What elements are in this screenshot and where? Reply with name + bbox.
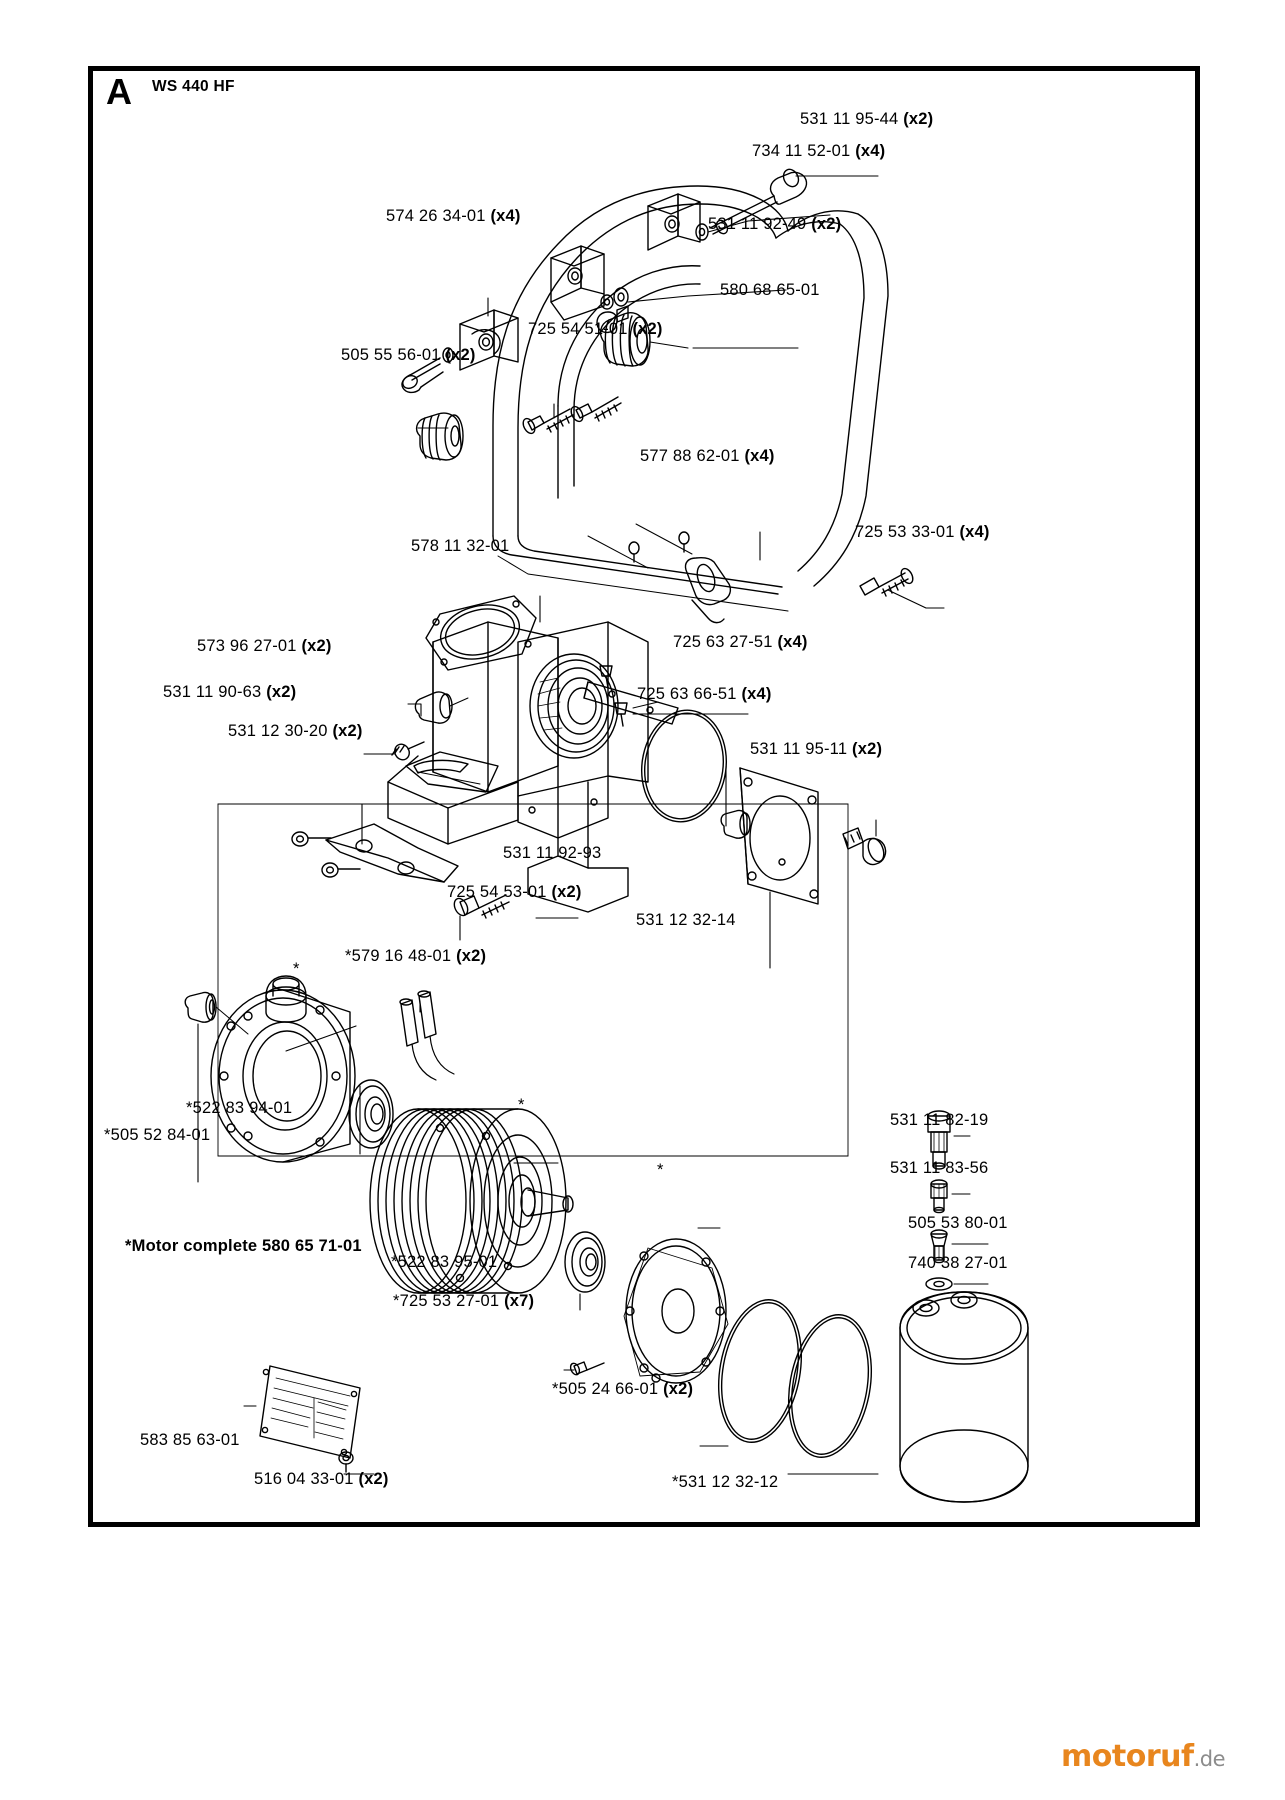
part-number: 578 11 32-01	[411, 537, 510, 555]
callout-531-11-82-19: 531 11 82-19	[890, 1112, 988, 1129]
page-border	[88, 66, 1200, 1527]
callout-531-11-92-49: 531 11 92-49 (x2)	[708, 216, 841, 233]
part-number: *505 24 66-01	[552, 1380, 659, 1398]
callout-531-11-95-44: 531 11 95-44 (x2)	[800, 111, 933, 128]
callout-531-11-90-63: 531 11 90-63 (x2)	[163, 684, 296, 701]
callout-531-11-83-56: 531 11 83-56	[890, 1160, 988, 1177]
part-number: *579 16 48-01	[345, 947, 452, 965]
callout-740-38-27-01: 740 38 27-01	[908, 1255, 1008, 1272]
asterisk-marker-2: *	[518, 1096, 525, 1114]
part-qty: (x2)	[551, 883, 582, 901]
part-number: 573 96 27-01	[197, 637, 297, 655]
part-number: 531 11 92-93	[503, 844, 602, 862]
part-number: 740 38 27-01	[908, 1254, 1008, 1272]
part-qty: (x2)	[266, 683, 297, 701]
part-number: 583 85 63-01	[140, 1431, 240, 1449]
part-qty: (x4)	[490, 207, 521, 225]
part-number: 531 12 32-14	[636, 911, 736, 929]
asterisk-marker-3: *	[657, 1161, 664, 1179]
part-qty: (x4)	[777, 633, 808, 651]
part-qty: (x2)	[632, 320, 663, 338]
note-motor-complete: *Motor complete 580 65 71-01	[125, 1237, 362, 1255]
part-number: 531 12 30-20	[228, 722, 328, 740]
callout-725-54-51-01: 725 54 51-01 (x2)	[528, 321, 663, 338]
asterisk-marker-1: *	[293, 960, 300, 978]
callout-522-83-95-01: *522 83 95-01	[391, 1254, 497, 1271]
part-number: 505 53 80-01	[908, 1214, 1008, 1232]
part-number: 725 54 53-01	[447, 883, 547, 901]
callout-505-53-80-01: 505 53 80-01	[908, 1215, 1008, 1232]
callout-505-55-56-01: 505 55 56-01 (x2)	[341, 347, 476, 364]
part-qty: (x2)	[811, 215, 842, 233]
section-letter: A	[106, 71, 132, 112]
part-qty: (x2)	[301, 637, 332, 655]
part-number: 531 11 95-11	[750, 740, 848, 758]
exploded-view-artwork	[88, 66, 1200, 1527]
callout-522-83-94-01: *522 83 94-01	[186, 1100, 292, 1117]
callout-505-24-66-01: *505 24 66-01 (x2)	[552, 1381, 693, 1398]
callout-725-63-27-51: 725 63 27-51 (x4)	[673, 634, 808, 651]
callout-516-04-33-01: 516 04 33-01 (x2)	[254, 1471, 389, 1488]
callout-583-85-63-01: 583 85 63-01	[140, 1432, 240, 1449]
watermark-suffix: .de	[1193, 1747, 1226, 1771]
part-qty: (x2)	[358, 1470, 389, 1488]
callout-531-11-95-11: 531 11 95-11 (x2)	[750, 741, 882, 758]
part-number: 505 55 56-01	[341, 346, 441, 364]
part-number: 531 11 82-19	[890, 1111, 989, 1129]
part-number: 531 11 92-49	[708, 215, 807, 233]
part-qty: (x4)	[855, 142, 886, 160]
callout-578-11-32-01: 578 11 32-01	[411, 538, 509, 555]
part-qty: (x7)	[504, 1292, 535, 1310]
part-number: 725 63 66-51	[637, 685, 737, 703]
part-qty: (x4)	[741, 685, 772, 703]
part-qty: (x2)	[332, 722, 363, 740]
part-number: 580 68 65-01	[720, 281, 820, 299]
part-number: 531 11 90-63	[163, 683, 262, 701]
part-number: 531 11 95-44	[800, 110, 899, 128]
part-qty: (x2)	[456, 947, 487, 965]
part-number: *522 83 94-01	[186, 1099, 293, 1117]
callout-531-12-32-12: *531 12 32-12	[672, 1474, 778, 1491]
model-title: WS 440 HF	[152, 78, 235, 95]
callout-505-52-84-01: *505 52 84-01	[104, 1127, 210, 1144]
part-number: 734 11 52-01	[752, 142, 851, 160]
part-qty: (x4)	[959, 523, 990, 541]
part-number: *522 83 95-01	[391, 1253, 498, 1271]
callout-725-63-66-51: 725 63 66-51 (x4)	[637, 686, 772, 703]
part-number: 725 63 27-51	[673, 633, 773, 651]
part-number: 725 54 51-01	[528, 320, 628, 338]
callout-580-68-65-01: 580 68 65-01	[720, 282, 820, 299]
callout-734-11-52-01: 734 11 52-01 (x4)	[752, 143, 885, 160]
part-number: 574 26 34-01	[386, 207, 486, 225]
watermark: motoruf.de	[1061, 1742, 1225, 1772]
callout-531-11-92-93: 531 11 92-93	[503, 845, 601, 862]
part-qty: (x2)	[663, 1380, 694, 1398]
part-qty: (x2)	[445, 346, 476, 364]
part-number: *531 12 32-12	[672, 1473, 779, 1491]
callout-531-12-30-20: 531 12 30-20 (x2)	[228, 723, 363, 740]
part-number: 725 53 33-01	[855, 523, 955, 541]
part-number: *725 53 27-01	[393, 1292, 500, 1310]
callout-579-16-48-01: *579 16 48-01 (x2)	[345, 948, 486, 965]
part-number: 531 11 83-56	[890, 1159, 989, 1177]
callout-725-53-33-01: 725 53 33-01 (x4)	[855, 524, 990, 541]
watermark-brand: motoruf	[1061, 1739, 1194, 1774]
part-number: 577 88 62-01	[640, 447, 740, 465]
part-number: *505 52 84-01	[104, 1126, 211, 1144]
callout-573-96-27-01: 573 96 27-01 (x2)	[197, 638, 332, 655]
callout-725-54-53-01: 725 54 53-01 (x2)	[447, 884, 582, 901]
part-number: 516 04 33-01	[254, 1470, 354, 1488]
callout-574-26-34-01: 574 26 34-01 (x4)	[386, 208, 521, 225]
callout-725-53-27-01: *725 53 27-01 (x7)	[393, 1293, 534, 1310]
part-qty: (x2)	[852, 740, 883, 758]
part-qty: (x2)	[903, 110, 934, 128]
callout-531-12-32-14: 531 12 32-14	[636, 912, 736, 929]
part-qty: (x4)	[744, 447, 775, 465]
callout-577-88-62-01: 577 88 62-01 (x4)	[640, 448, 775, 465]
